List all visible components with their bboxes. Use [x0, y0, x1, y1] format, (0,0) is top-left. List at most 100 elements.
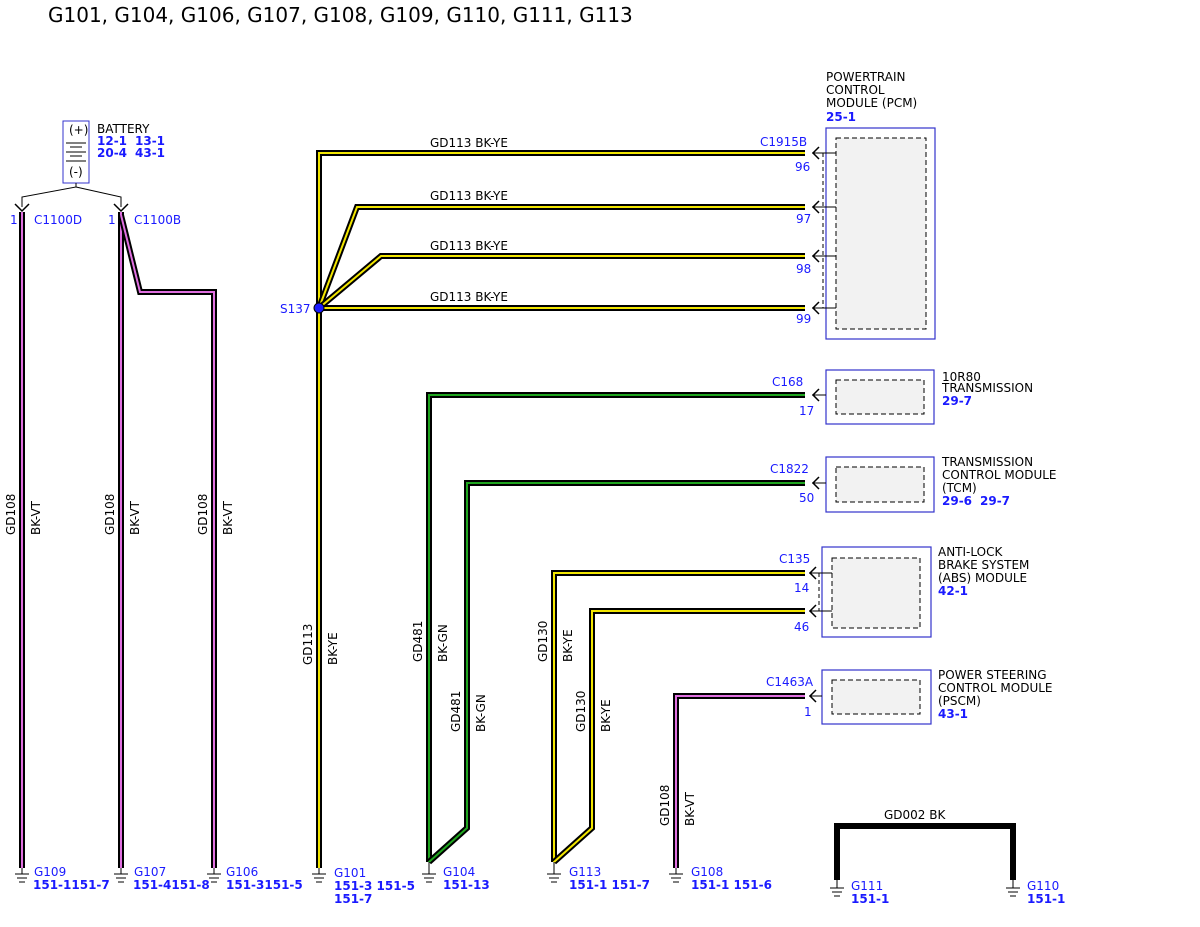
- wire-label: GD108: [196, 494, 210, 535]
- ground-icon: [422, 862, 436, 883]
- wire-gd108-bk-vt[interactable]: [19, 212, 217, 868]
- tcm-name: (TCM): [942, 481, 977, 495]
- pscm-module[interactable]: [821, 669, 932, 725]
- abs-name: (ABS) MODULE: [938, 571, 1027, 585]
- wire-label: GD108: [103, 494, 117, 535]
- wire-gd002-bk[interactable]: [834, 823, 1016, 880]
- pcm-name: CONTROL: [826, 83, 885, 97]
- battery-ref[interactable]: 12-1: [97, 134, 127, 148]
- tcm-name: CONTROL MODULE: [942, 468, 1057, 482]
- connector-arrow-icon: [811, 476, 826, 490]
- wire-gd130-bk-ye[interactable]: [551, 570, 805, 865]
- pscm-name: (PSCM): [938, 694, 981, 708]
- ground-icon: [547, 862, 561, 883]
- pin-number: 46: [794, 620, 809, 634]
- wire-label: GD113 BK-YE: [430, 290, 508, 304]
- wire-color-label: BK-GN: [474, 694, 488, 732]
- abs-ref[interactable]: 42-1: [938, 584, 968, 598]
- ground-ref[interactable]: 151-1 151-7: [569, 878, 650, 892]
- connector-c1100d[interactable]: C1100D: [34, 213, 82, 227]
- pin-number: 96: [795, 160, 810, 174]
- ground-icon: [669, 868, 683, 883]
- ground-ref[interactable]: 151-1: [851, 892, 889, 906]
- pin-number: 97: [796, 212, 811, 226]
- ground-g106[interactable]: G106: [226, 865, 258, 879]
- connector-arrow-icon: [14, 203, 30, 213]
- ground-g104[interactable]: G104: [443, 865, 475, 879]
- connector-arrow-icon: [808, 566, 832, 618]
- connector-arrow-icon: [113, 203, 129, 213]
- connector-c1822[interactable]: C1822: [770, 462, 809, 476]
- wire-color-label: BK-VT: [683, 791, 697, 826]
- ground-g109[interactable]: G109: [34, 865, 66, 879]
- ground-icon: [1006, 880, 1020, 897]
- ground-ref[interactable]: 151-1 151-6: [691, 878, 772, 892]
- ground-g101[interactable]: G101: [334, 866, 366, 880]
- abs-module[interactable]: [818, 546, 932, 638]
- transmission-name: TRANSMISSION: [941, 381, 1033, 395]
- abs-name: BRAKE SYSTEM: [938, 558, 1029, 572]
- tcm-name: TRANSMISSION: [941, 455, 1033, 469]
- tcm-ref[interactable]: 29-6: [942, 494, 972, 508]
- ground-ref[interactable]: 151-7: [334, 892, 372, 906]
- battery-ref[interactable]: 43-1: [135, 146, 165, 160]
- abs-name: ANTI-LOCK: [938, 545, 1003, 559]
- pin-number: 1: [10, 213, 18, 227]
- transmission-module[interactable]: [825, 369, 935, 425]
- ground-ref[interactable]: 151-1: [1027, 892, 1065, 906]
- connector-c168[interactable]: C168: [772, 375, 803, 389]
- ground-ref[interactable]: 151-3151-5: [226, 878, 303, 892]
- ground-icon: [312, 868, 326, 883]
- ground-g108[interactable]: G108: [691, 865, 723, 879]
- connector-c1463a[interactable]: C1463A: [766, 675, 814, 689]
- battery-ref[interactable]: 13-1: [135, 134, 165, 148]
- tcm-module[interactable]: [825, 456, 935, 513]
- connector-c1100b[interactable]: C1100B: [134, 213, 181, 227]
- pin-number: 1: [108, 213, 116, 227]
- pcm-module[interactable]: [822, 127, 936, 340]
- connector-c135[interactable]: C135: [779, 552, 810, 566]
- splice-dot[interactable]: [313, 302, 325, 314]
- pcm-ref[interactable]: 25-1: [826, 110, 856, 124]
- wire-gd108-pscm[interactable]: [673, 693, 805, 868]
- pcm-name: POWERTRAIN: [826, 70, 906, 84]
- connector-arrow-icon: [808, 689, 822, 703]
- wire-label: GD108: [4, 494, 18, 535]
- pscm-ref[interactable]: 43-1: [938, 707, 968, 721]
- pin-number: 50: [799, 491, 814, 505]
- ground-g111[interactable]: G111: [851, 879, 883, 893]
- wire-label: GD113: [301, 624, 315, 665]
- ground-ref[interactable]: 151-3 151-5: [334, 879, 415, 893]
- wire-color-label: BK-YE: [599, 699, 613, 732]
- wire-gd481-bk-gn[interactable]: [426, 392, 805, 865]
- connector-c1915b[interactable]: C1915B: [760, 135, 807, 149]
- wire-color-label: BK-VT: [29, 500, 43, 535]
- ground-g107[interactable]: G107: [134, 865, 166, 879]
- ground-g113[interactable]: G113: [569, 865, 601, 879]
- wire-label: GD481: [449, 691, 463, 732]
- ground-icon: [830, 880, 844, 897]
- wire-color-label: BK-GN: [436, 624, 450, 662]
- ground-icon: [15, 868, 29, 883]
- connector-arrow-icon: [811, 146, 836, 315]
- ground-ref[interactable]: 151-1151-7: [33, 878, 110, 892]
- tcm-ref[interactable]: 29-7: [980, 494, 1010, 508]
- wire-label: GD130: [536, 621, 550, 662]
- transmission-ref[interactable]: 29-7: [942, 394, 972, 408]
- page-title: G101, G104, G106, G107, G108, G109, G110…: [48, 3, 633, 27]
- svg-text:(-): (-): [69, 165, 83, 179]
- wire-gd113-bk-ye[interactable]: [316, 150, 805, 868]
- wire-label: GD130: [574, 691, 588, 732]
- transmission-name: 10R80: [942, 370, 981, 384]
- battery-symbol: (+) (-): [62, 120, 90, 184]
- ground-g110[interactable]: G110: [1027, 879, 1059, 893]
- pin-number: 1: [804, 705, 812, 719]
- pin-number: 99: [796, 312, 811, 326]
- battery-ref[interactable]: 20-4: [97, 146, 127, 160]
- pcm-name: MODULE (PCM): [826, 96, 917, 110]
- ground-ref[interactable]: 151-4151-8: [133, 878, 210, 892]
- splice-label[interactable]: S137: [280, 302, 311, 316]
- ground-icon: [207, 868, 221, 883]
- ground-ref[interactable]: 151-13: [443, 878, 490, 892]
